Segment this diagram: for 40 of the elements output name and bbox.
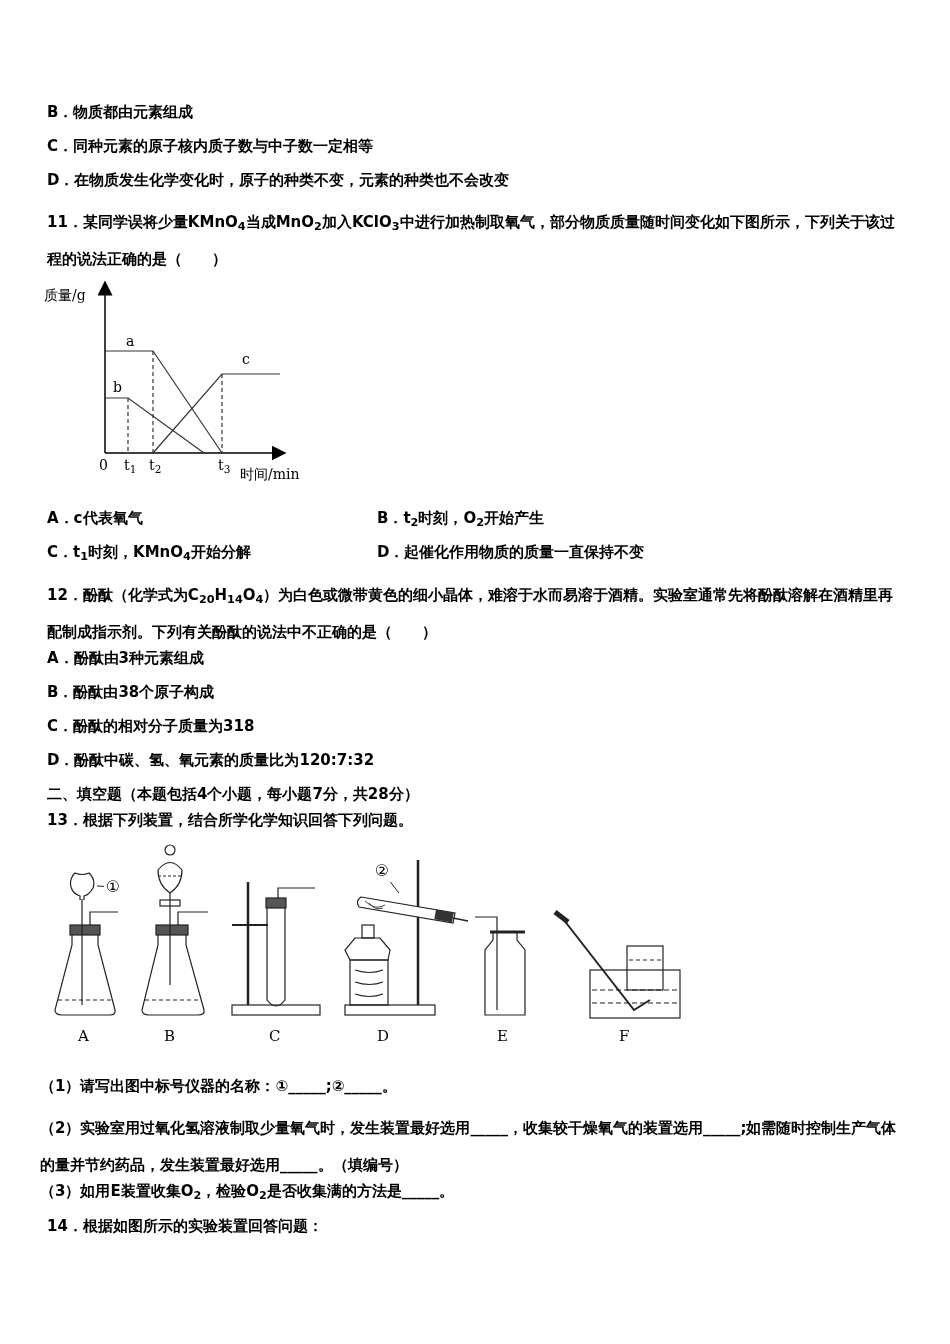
- leader-line: [389, 881, 400, 894]
- question-text: B．t$_{2}$时刻，O$_{2}$开始产生: [377, 508, 545, 528]
- callout-number: ①: [104, 876, 122, 898]
- question-text: 14．根据如图所示的实验装置回答问题：: [47, 1216, 323, 1236]
- question-text: B．酚酞由38个原子构成: [47, 682, 215, 702]
- question-text: （3）如用E装置收集O$_{2}$，检验O$_{2}$是否收集满的方法是_____。: [40, 1181, 455, 1201]
- question-text: D．酚酞中碳、氢、氧元素的质量比为120:7:32: [47, 750, 375, 770]
- tick-label: 0: [99, 456, 108, 474]
- figure-label: A: [78, 1026, 89, 1047]
- figure-label: F: [619, 1026, 630, 1047]
- question-text: D．在物质发生化学变化时，原子的种类不变，元素的种类也不会改变: [47, 170, 510, 190]
- figure-label: C: [269, 1026, 281, 1047]
- question-text: C．同种元素的原子核内质子数与中子数一定相等: [47, 136, 373, 156]
- tick-label: t$_{1}$: [124, 456, 137, 474]
- question-text: （1）请写出图中标号仪器的名称：①_____;②_____。: [40, 1076, 397, 1096]
- curve-label: c: [242, 350, 250, 368]
- question-text: C．t$_{1}$时刻，KMnO$_{4}$开始分解: [47, 542, 251, 562]
- question-text: 13．根据下列装置，结合所学化学知识回答下列问题。: [47, 810, 413, 830]
- funnel-bulb-drawing: [67, 870, 97, 900]
- tick-label: t$_{2}$: [149, 456, 162, 474]
- leader-line: [96, 885, 105, 887]
- question-text: 二、填空题（本题包括4个小题，每小题7分，共28分）: [47, 784, 419, 804]
- curve-label: a: [126, 332, 135, 350]
- question-text: 11．某同学误将少量KMnO$_{4}$当成MnO$_{2}$加入KClO$_{3}$中进行加热制取氧气，部分物质质量随时间变化如下图所示，下列关于该过程的说法正确的是（ ）: [47, 212, 896, 270]
- tick-label: t$_{3}$: [218, 456, 231, 474]
- question-text: D．起催化作用物质的质量一直保持不变: [377, 542, 645, 562]
- axis-label: 质量/g: [44, 286, 86, 304]
- test-tube-drawing: [355, 893, 469, 927]
- question-text: A．酚酞由3种元素组成: [47, 648, 205, 668]
- figure-label: D: [377, 1026, 390, 1047]
- question-text: （2）实验室用过氧化氢溶液制取少量氧气时，发生装置最好选用_____，收集较干燥氧气的装置选用_____;如需随时控制生产气体的量并节约药品，发生装置最好选用_____。（填编号）: [40, 1118, 898, 1176]
- figure-label: B: [164, 1026, 176, 1047]
- figure-label: E: [497, 1026, 508, 1047]
- curve-label: b: [113, 378, 122, 396]
- question-text: 12．酚酞（化学式为C$_{20}$H$_{14}$O$_{4}$）为白色或微带黄色的细小晶体，难溶于水而易溶于酒精。实验室通常先将酚酞溶解在酒精里再配制成指示剂。下列有关酚酞的说法中不正确的是（ ）: [47, 585, 895, 643]
- question-text: C．酚酞的相对分子质量为318: [47, 716, 255, 736]
- question-text: A．c代表氧气: [47, 508, 143, 528]
- callout-number: ②: [373, 860, 391, 882]
- question-text: B．物质都由元素组成: [47, 102, 194, 122]
- axis-label: 时间/min: [240, 465, 300, 483]
